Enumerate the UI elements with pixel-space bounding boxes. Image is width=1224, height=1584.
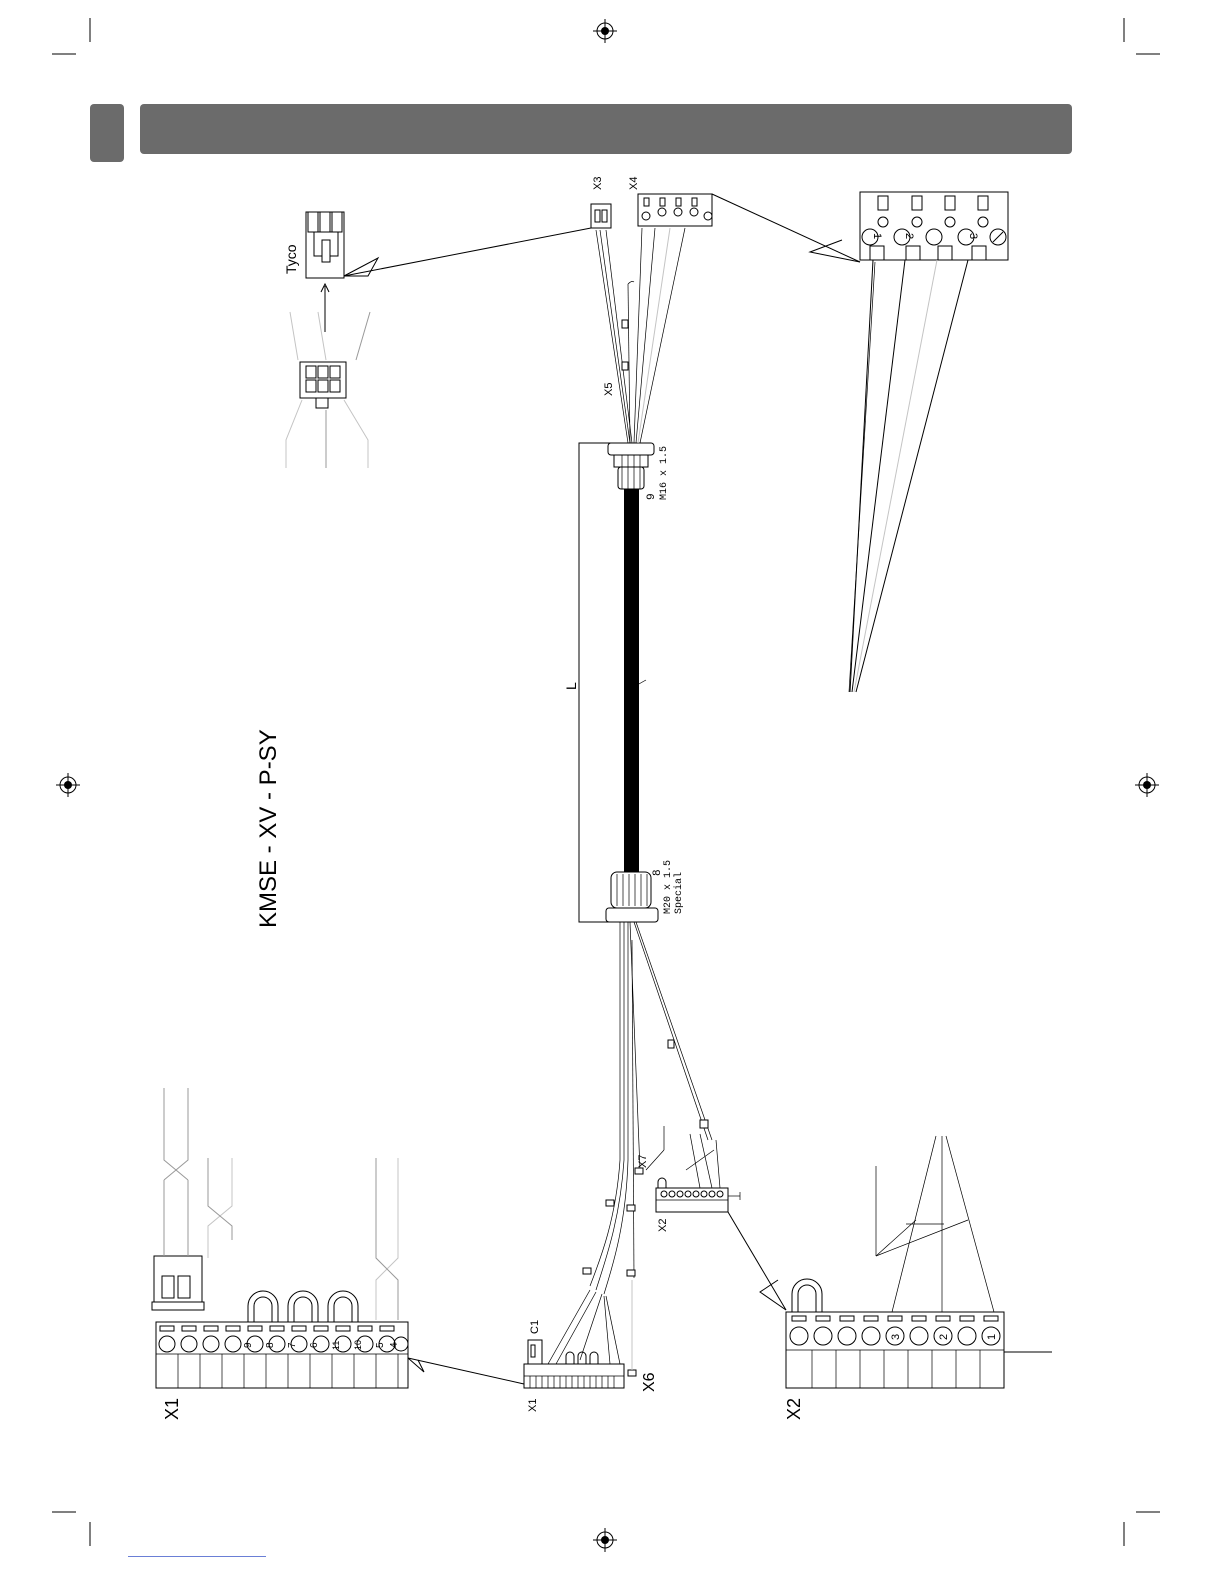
x4-connector-small: X4 bbox=[628, 177, 712, 226]
svg-text:11: 11 bbox=[331, 1341, 341, 1350]
x1-connector-large: 9 8 7 6 11 10 5 4 bbox=[152, 1088, 524, 1420]
x4-connector-large: 1 2 3 bbox=[712, 192, 1008, 692]
x1-connector-small: C1 X1 bbox=[524, 1290, 624, 1412]
top-wires: X5 bbox=[596, 228, 685, 443]
bottom-wires: X7 bbox=[583, 922, 712, 1320]
svg-text:5: 5 bbox=[375, 1342, 386, 1348]
x6-connector: X6 bbox=[628, 1320, 658, 1392]
svg-text:9: 9 bbox=[243, 1342, 254, 1348]
length-label: L bbox=[563, 682, 579, 690]
x2-connector-large: 3 2 1 X2 bbox=[728, 1136, 1052, 1420]
tyco-inset: Tyco bbox=[283, 212, 591, 332]
x1-large-label: X1 bbox=[162, 1398, 182, 1420]
x2-small-label: X2 bbox=[657, 1219, 669, 1232]
x1-slots bbox=[160, 1326, 394, 1331]
x6-label: X6 bbox=[641, 1372, 658, 1392]
svg-text:8: 8 bbox=[265, 1342, 276, 1348]
svg-text:1: 1 bbox=[986, 1334, 998, 1340]
svg-text:7: 7 bbox=[287, 1342, 298, 1348]
main-cable: L bbox=[563, 443, 646, 922]
svg-text:4: 4 bbox=[389, 1342, 400, 1348]
header-bar bbox=[140, 104, 1072, 154]
cable-gland-bottom: 8 M20 x 1.5 Special bbox=[606, 860, 685, 922]
x2-large-label: X2 bbox=[784, 1398, 804, 1420]
svg-text:10: 10 bbox=[353, 1340, 363, 1350]
svg-text:2: 2 bbox=[938, 1334, 950, 1340]
header-tab bbox=[90, 104, 124, 162]
x2-connector-small: X2 bbox=[656, 1134, 740, 1232]
gland-bottom-special: Special bbox=[673, 872, 685, 914]
footer-link-underline bbox=[128, 1556, 266, 1557]
svg-text:1: 1 bbox=[871, 233, 883, 239]
svg-text:2: 2 bbox=[903, 233, 915, 239]
gland-top-spec: M16 x 1.5 bbox=[659, 446, 670, 500]
tyco-label: Tyco bbox=[283, 244, 299, 274]
c1-label: C1 bbox=[529, 1320, 541, 1334]
x7-label: X7 bbox=[637, 1155, 649, 1168]
gland-top-number: 9 bbox=[646, 493, 658, 500]
x3-label: X3 bbox=[592, 177, 604, 190]
svg-text:3: 3 bbox=[967, 233, 979, 239]
x4-label: X4 bbox=[628, 177, 640, 190]
tyco-plug bbox=[286, 312, 370, 468]
svg-text:3: 3 bbox=[890, 1334, 902, 1340]
x1-small-label: X1 bbox=[527, 1399, 539, 1412]
x3-connector: X3 bbox=[591, 177, 611, 228]
x5-label: X5 bbox=[603, 383, 615, 396]
svg-text:6: 6 bbox=[309, 1342, 320, 1348]
gland-bottom-spec: M20 x 1.5 bbox=[663, 860, 674, 914]
diagram-title: KMSE - XV - P-SY bbox=[255, 729, 282, 928]
